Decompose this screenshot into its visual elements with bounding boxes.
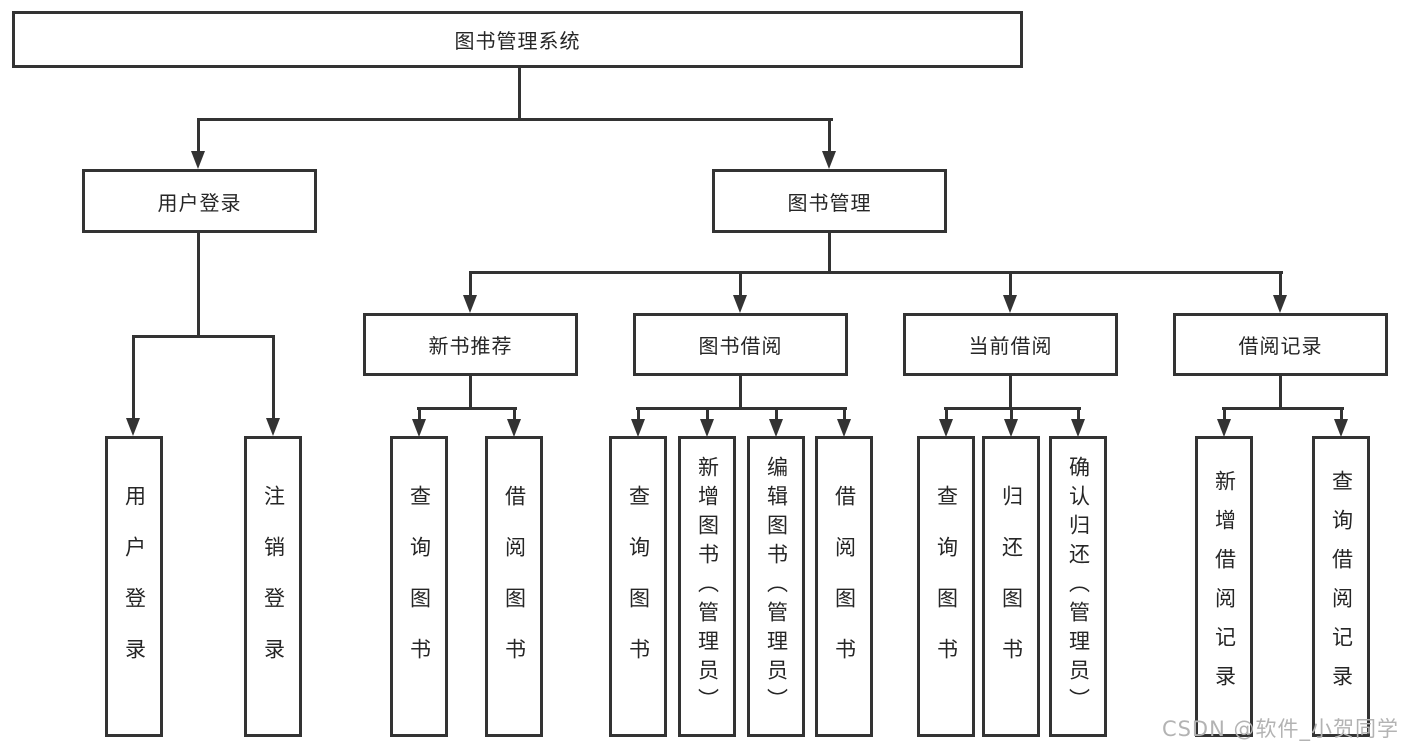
connector-leaf-stem: [513, 407, 516, 419]
connector-module3-down: [1279, 376, 1282, 407]
node-book-borrow: 图书借阅: [633, 313, 848, 376]
connector-module0-bar: [417, 407, 517, 410]
connector-leaf-stem: [775, 407, 778, 419]
arrow-down-icon: [733, 295, 747, 313]
leaf-query-book: 查询图书: [390, 436, 448, 737]
leaf-add-book-admin: 新增图书（管理员）: [678, 436, 736, 737]
node-new-book-recommend: 新书推荐: [363, 313, 578, 376]
connector-module0-down: [469, 376, 472, 407]
leaf-query-borrow-record: 查询借阅记录: [1312, 436, 1370, 737]
leaf-query-book: 查询图书: [609, 436, 667, 737]
connector-module-stem: [739, 271, 742, 295]
leaf-edit-book-admin: 编辑图书（管理员）: [747, 436, 805, 737]
leaf-label: 查询借阅记录: [1329, 469, 1354, 704]
arrow-down-icon: [266, 418, 280, 436]
connector-leaf-stem: [1077, 407, 1080, 419]
arrow-down-icon: [769, 419, 783, 437]
connector-root-bar: [197, 118, 833, 121]
leaf-label: 查询图书: [626, 484, 651, 689]
arrow-down-icon: [126, 418, 140, 436]
arrow-down-icon: [1004, 419, 1018, 437]
connector-module1-bar: [636, 407, 847, 410]
leaf-label: 查询图书: [407, 484, 432, 689]
leaf-borrow-book: 借阅图书: [815, 436, 873, 737]
leaf-label: 编辑图书（管理员）: [764, 456, 789, 717]
connector-module-stem: [469, 271, 472, 295]
leaf-borrow-book: 借阅图书: [485, 436, 543, 737]
leaf-label: 注销登录: [261, 484, 286, 689]
arrow-down-icon: [837, 419, 851, 437]
node-book-management: 图书管理: [712, 169, 947, 233]
connector-root-stem: [518, 68, 521, 118]
leaf-label: 用户登录: [122, 484, 147, 689]
node-current-borrow: 当前借阅: [903, 313, 1118, 376]
connector-leaf-stem: [418, 407, 421, 419]
connector-leaf-stem: [1223, 407, 1226, 419]
connector-leaf-stem: [637, 407, 640, 419]
leaf-label: 查询图书: [934, 484, 959, 689]
connector-login-bar: [132, 335, 275, 338]
connector-login-down: [197, 233, 200, 335]
arrow-down-icon: [1003, 295, 1017, 313]
leaf-return-book: 归还图书: [982, 436, 1040, 737]
leaf-query-book: 查询图书: [917, 436, 975, 737]
arrow-down-icon: [1273, 295, 1287, 313]
connector-module2-down: [1009, 376, 1012, 407]
leaf-label: 归还图书: [999, 484, 1024, 689]
connector-login-stem: [197, 118, 200, 152]
arrow-down-icon: [1334, 419, 1348, 437]
node-root: 图书管理系统: [12, 11, 1023, 68]
arrow-down-icon: [700, 419, 714, 437]
node-user-login: 用户登录: [82, 169, 317, 233]
arrow-down-icon: [463, 295, 477, 313]
connector-login-child-stem: [272, 335, 275, 418]
connector-module1-down: [739, 376, 742, 407]
connector-management-bar: [469, 271, 1283, 274]
arrow-down-icon: [631, 419, 645, 437]
leaf-label: 确认归还（管理员）: [1066, 456, 1091, 717]
connector-leaf-stem: [706, 407, 709, 419]
leaf-logout: 注销登录: [244, 436, 302, 737]
leaf-user-login: 用户登录: [105, 436, 163, 737]
leaf-label: 新增图书（管理员）: [695, 456, 720, 717]
connector-management-stem: [828, 118, 831, 152]
connector-management-down: [828, 233, 831, 273]
connector-leaf-stem: [945, 407, 948, 419]
connector-module-stem: [1279, 271, 1282, 295]
watermark: CSDN @软件_小贺同学: [1161, 717, 1399, 741]
connector-leaf-stem: [1010, 407, 1013, 419]
arrow-down-icon: [822, 151, 836, 169]
arrow-down-icon: [412, 419, 426, 437]
connector-login-child-stem: [132, 335, 135, 418]
node-borrow-record: 借阅记录: [1173, 313, 1388, 376]
leaf-label: 新增借阅记录: [1212, 469, 1237, 704]
leaf-label: 借阅图书: [502, 484, 527, 689]
arrow-down-icon: [939, 419, 953, 437]
connector-leaf-stem: [1340, 407, 1343, 419]
arrow-down-icon: [507, 419, 521, 437]
arrow-down-icon: [1071, 419, 1085, 437]
connector-module3-bar: [1222, 407, 1344, 410]
connector-module-stem: [1009, 271, 1012, 295]
leaf-add-borrow-record: 新增借阅记录: [1195, 436, 1253, 737]
leaf-confirm-return-admin: 确认归还（管理员）: [1049, 436, 1107, 737]
leaf-label: 借阅图书: [832, 484, 857, 689]
arrow-down-icon: [191, 151, 205, 169]
arrow-down-icon: [1217, 419, 1231, 437]
connector-leaf-stem: [843, 407, 846, 419]
